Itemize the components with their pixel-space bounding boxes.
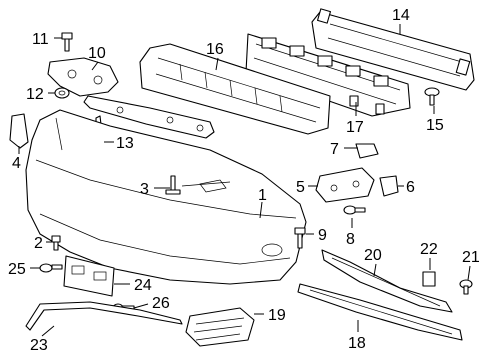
callout-13: 13 [116, 135, 134, 152]
callout-11: 11 [32, 31, 49, 48]
callout-8: 8 [346, 231, 355, 248]
part-22-clip [422, 271, 436, 287]
callout-15: 15 [426, 117, 444, 134]
callout-22: 22 [420, 241, 438, 258]
leader-lines [18, 24, 471, 337]
callout-12: 12 [26, 86, 44, 103]
callout-6: 6 [406, 179, 415, 196]
part-1-bumper-cover [25, 109, 307, 285]
callout-7: 7 [330, 141, 339, 158]
leader-1 [259, 201, 263, 219]
leader-23 [41, 325, 55, 337]
part-25-bolt [39, 263, 63, 273]
part-8-pin [343, 205, 366, 215]
callout-5: 5 [296, 179, 305, 196]
callout-labels: 1 2 3 4 5 6 7 8 9 10 11 12 13 14 15 16 1… [8, 7, 480, 354]
part-5-side-bracket [315, 167, 375, 203]
leader-26 [133, 303, 149, 309]
part-20-grille [321, 249, 453, 313]
callout-23: 23 [30, 337, 48, 354]
part-7-clip [355, 143, 379, 159]
callout-4: 4 [12, 155, 21, 172]
callout-14: 14 [392, 7, 410, 24]
part-23-lower-strip [25, 301, 183, 331]
part-10-bracket [47, 57, 119, 97]
callout-3: 3 [140, 181, 149, 198]
part-bracket-strip [83, 95, 215, 139]
part-2-screw [51, 235, 61, 251]
callout-20: 20 [364, 247, 382, 264]
callout-24: 24 [134, 277, 152, 294]
callout-1: 1 [258, 187, 267, 204]
callout-26: 26 [152, 295, 170, 312]
part-17-reinforcement [245, 33, 411, 117]
callout-17: 17 [346, 119, 364, 136]
callout-9: 9 [318, 227, 327, 244]
part-24-license-plate-bracket [63, 255, 115, 297]
part-15-push-pin [424, 87, 440, 106]
callout-10: 10 [88, 45, 106, 62]
callout-19: 19 [268, 307, 286, 324]
callout-21: 21 [462, 249, 480, 266]
part-6-clip [379, 175, 399, 197]
part-12-nut [54, 87, 70, 99]
part-11-bolt [61, 32, 73, 52]
leader-16 [215, 57, 219, 71]
part-18-lower-grille [297, 283, 463, 341]
leader-20 [373, 263, 377, 277]
callout-16: 16 [206, 41, 224, 58]
part-4-side-bracket [9, 113, 29, 149]
callout-18: 18 [348, 335, 366, 352]
part-3-push-pin [165, 175, 181, 195]
part-19-bezel [185, 307, 255, 347]
leader-21 [467, 265, 471, 281]
leader-10 [91, 61, 99, 71]
part-9-screw [294, 227, 306, 249]
callout-2: 2 [34, 235, 43, 252]
part-14-impact-bar [311, 8, 475, 91]
part-21-screw [459, 279, 473, 295]
callout-25: 25 [8, 261, 26, 278]
part-16-energy-absorber [139, 43, 331, 135]
